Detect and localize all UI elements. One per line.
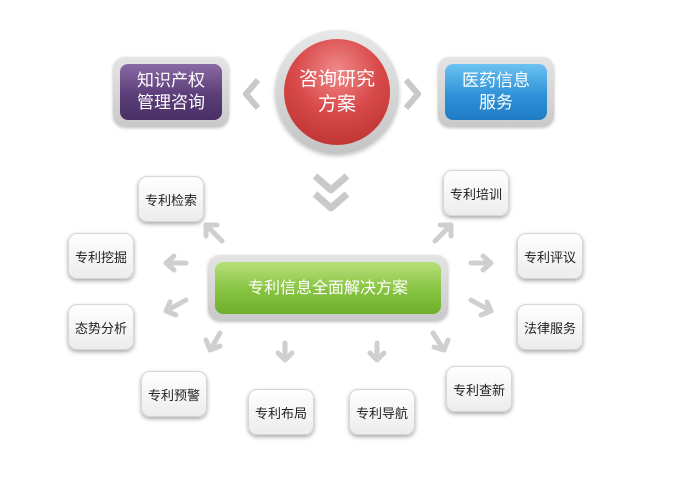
medical-info-service-box: 医药信息 服务 [438,57,554,127]
chevron-down-icon [312,191,350,212]
chevron-down-icon [312,173,350,194]
arrow-icon [367,340,387,363]
service-patent-layout: 专利布局 [248,389,314,435]
service-patent-mining: 专利挖掘 [68,233,134,279]
arrow-icon [432,222,454,244]
chevron-left-icon [243,78,261,110]
arrow-icon [203,222,225,244]
service-patent-warning: 专利预警 [141,371,207,417]
patent-solution-bar: 专利信息全面解决方案 [208,255,448,321]
service-patent-navigation: 专利导航 [349,389,415,435]
service-novelty-search: 专利查新 [446,366,512,412]
service-patent-evaluation: 专利评议 [517,233,583,279]
arrow-icon [468,297,494,318]
chevron-right-icon [403,78,421,110]
service-patent-search: 专利检索 [138,176,204,222]
arrow-icon [163,253,189,273]
service-situation-analysis: 态势分析 [68,304,134,350]
ip-management-line1: 知识产权 [137,71,205,91]
service-patent-training: 专利培训 [443,170,509,216]
consulting-research-circle: 咨询研究 方案 [275,30,399,154]
arrow-icon [275,340,295,363]
arrow-icon [430,330,451,353]
arrow-icon [203,330,223,353]
patent-solution-label: 专利信息全面解决方案 [247,278,408,297]
consulting-research-line2: 方案 [317,93,356,115]
medical-info-line2: 服务 [479,93,513,113]
consulting-research-line1: 咨询研究 [298,68,375,90]
arrow-icon [468,253,494,273]
arrow-icon [163,297,189,318]
ip-management-line2: 管理咨询 [137,93,205,113]
ip-management-consulting-box: 知识产权 管理咨询 [113,57,229,127]
medical-info-line1: 医药信息 [462,71,530,91]
service-legal-services: 法律服务 [517,304,583,350]
